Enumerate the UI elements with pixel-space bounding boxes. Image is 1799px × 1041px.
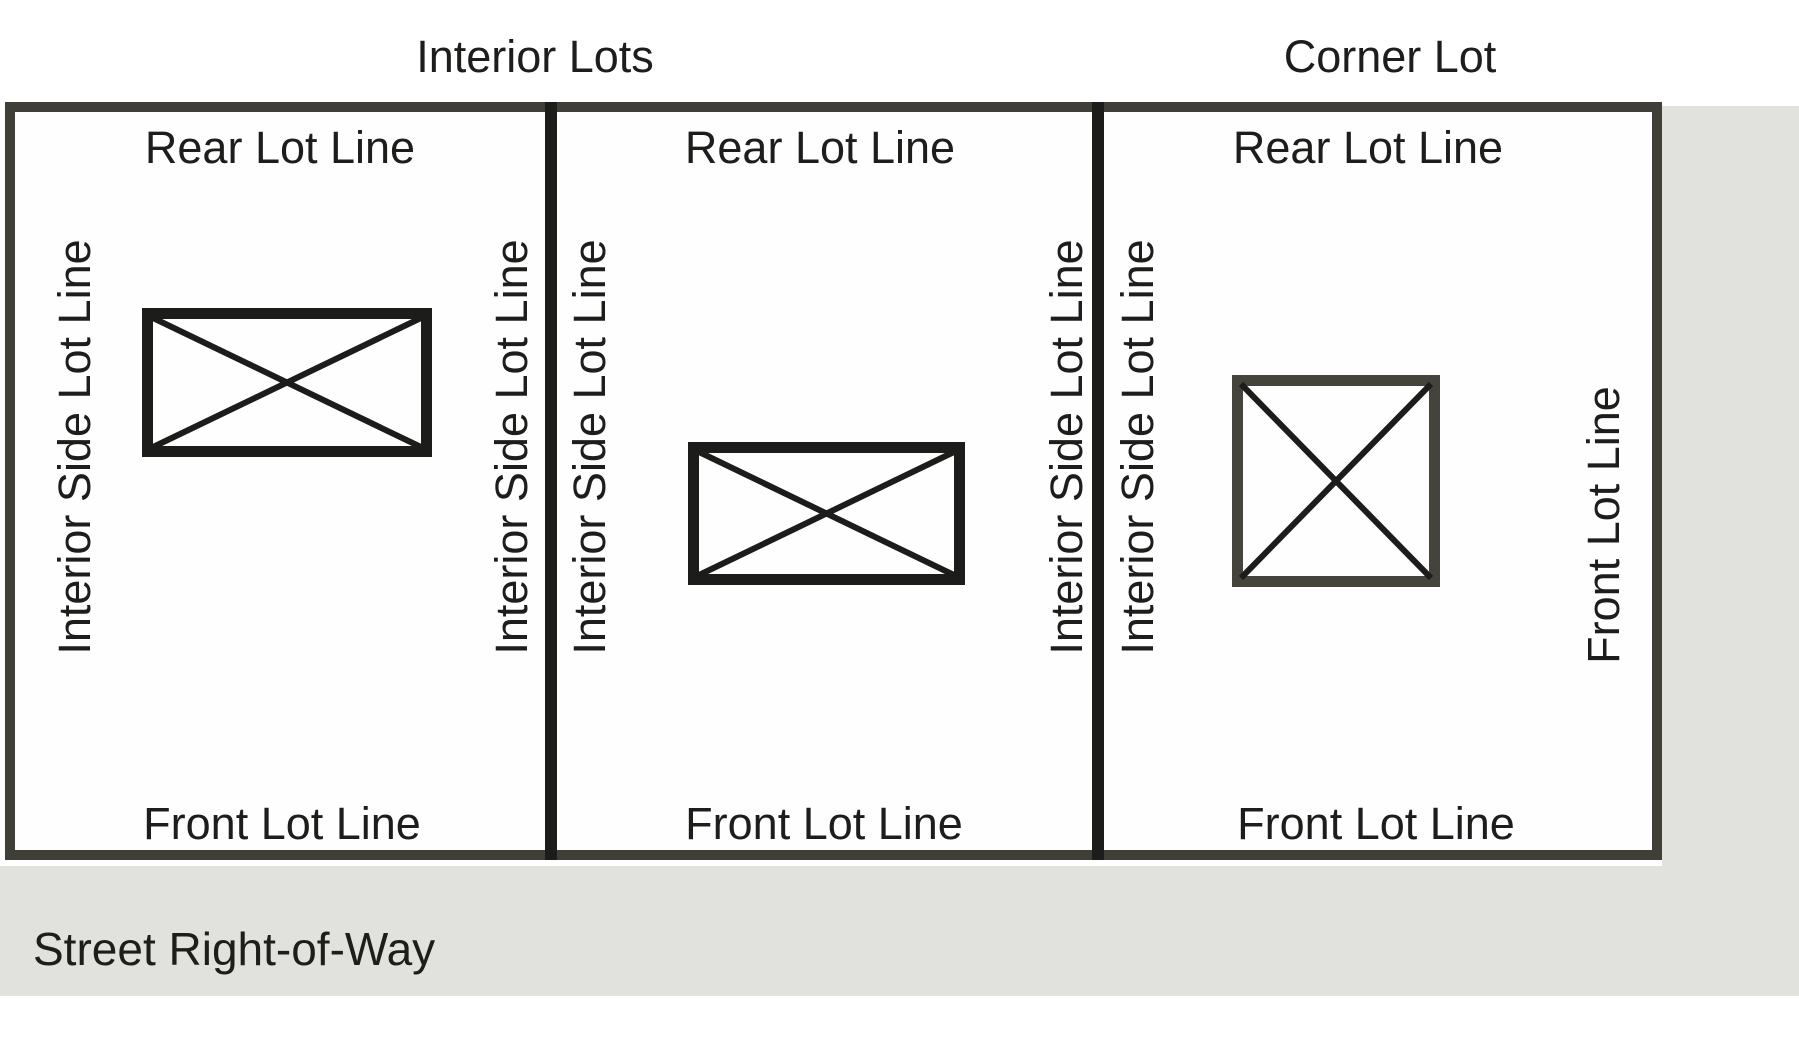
lot-boundary bbox=[5, 102, 1662, 860]
lot-divider-2 bbox=[1092, 102, 1104, 860]
building-footprint-lot1 bbox=[142, 308, 432, 457]
lot2-front-lot-line-label: Front Lot Line bbox=[685, 798, 963, 849]
lot2-left-side-lot-line-label: Interior Side Lot Line bbox=[564, 239, 615, 655]
side-street-band bbox=[1662, 106, 1799, 996]
lot3-rear-lot-line-label: Rear Lot Line bbox=[1232, 122, 1504, 173]
street-right-of-way-band bbox=[0, 866, 1799, 996]
lot2-rear-lot-line-label: Rear Lot Line bbox=[684, 122, 956, 173]
building-footprint-corner-lot bbox=[1232, 375, 1440, 587]
lot1-right-side-lot-line-label: Interior Side Lot Line bbox=[486, 239, 537, 655]
street-right-of-way-label: Street Right-of-Way bbox=[33, 923, 436, 975]
lot3-front-lot-line-label: Front Lot Line bbox=[1237, 798, 1515, 849]
corner-lot-title: Corner Lot bbox=[1283, 31, 1497, 82]
lot1-left-side-lot-line-label: Interior Side Lot Line bbox=[49, 239, 100, 655]
lot1-rear-lot-line-label: Rear Lot Line bbox=[144, 122, 416, 173]
lot3-front-lot-line-vertical-label: Front Lot Line bbox=[1578, 386, 1629, 664]
lot3-left-side-lot-line-label: Interior Side Lot Line bbox=[1112, 239, 1163, 655]
lot-divider-1 bbox=[545, 102, 557, 860]
interior-lots-title: Interior Lots bbox=[416, 31, 654, 82]
lot2-right-side-lot-line-label: Interior Side Lot Line bbox=[1041, 239, 1092, 655]
building-footprint-lot2 bbox=[688, 442, 965, 585]
lot1-front-lot-line-label: Front Lot Line bbox=[143, 798, 421, 849]
